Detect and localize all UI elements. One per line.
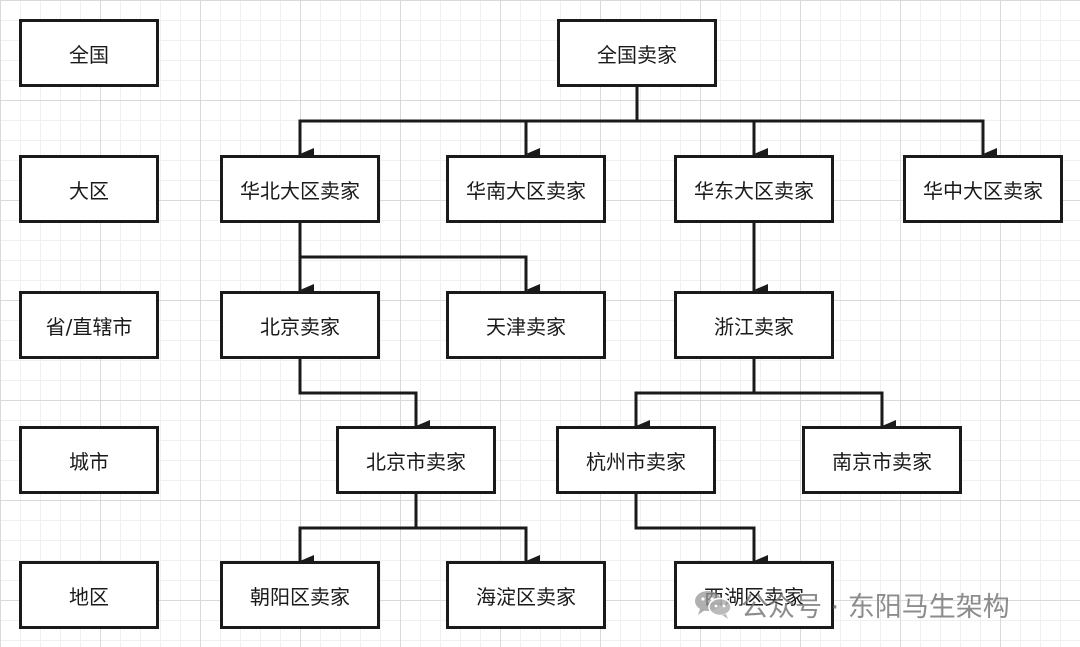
node-central-region: 华中大区卖家 xyxy=(903,155,1063,223)
edge-to-xihu xyxy=(634,492,768,567)
node-beijing-city: 北京市卖家 xyxy=(336,426,496,494)
watermark-text: 公众号 · 东阳马生架构 xyxy=(741,591,1010,623)
node-nanjing: 南京市卖家 xyxy=(802,426,962,494)
node-hangzhou: 杭州市卖家 xyxy=(556,426,716,494)
edge-national-regions xyxy=(298,85,985,123)
level-district: 地区 xyxy=(19,561,159,629)
node-tianjin: 天津卖家 xyxy=(446,291,606,359)
node-zhejiang: 浙江卖家 xyxy=(674,291,834,359)
edge-beijing-city xyxy=(298,357,430,432)
node-beijing: 北京卖家 xyxy=(220,291,380,359)
node-north-region: 华北大区卖家 xyxy=(220,155,380,223)
level-city: 城市 xyxy=(19,426,159,494)
edge-beijing-city-split xyxy=(298,492,528,530)
watermark: 公众号 · 东阳马生架构 xyxy=(693,584,1010,624)
node-haidian: 海淀区卖家 xyxy=(446,561,606,629)
level-province: 省/直辖市 xyxy=(19,291,159,359)
level-national: 全国 xyxy=(19,19,159,87)
node-national-seller: 全国卖家 xyxy=(557,19,717,87)
edge-north-split xyxy=(298,221,528,259)
level-region: 大区 xyxy=(19,155,159,223)
node-chaoyang: 朝阳区卖家 xyxy=(220,561,380,629)
node-south-region: 华南大区卖家 xyxy=(446,155,606,223)
edge-zhejiang-split xyxy=(634,357,884,395)
wechat-icon xyxy=(695,591,732,619)
node-east-region: 华东大区卖家 xyxy=(674,155,834,223)
